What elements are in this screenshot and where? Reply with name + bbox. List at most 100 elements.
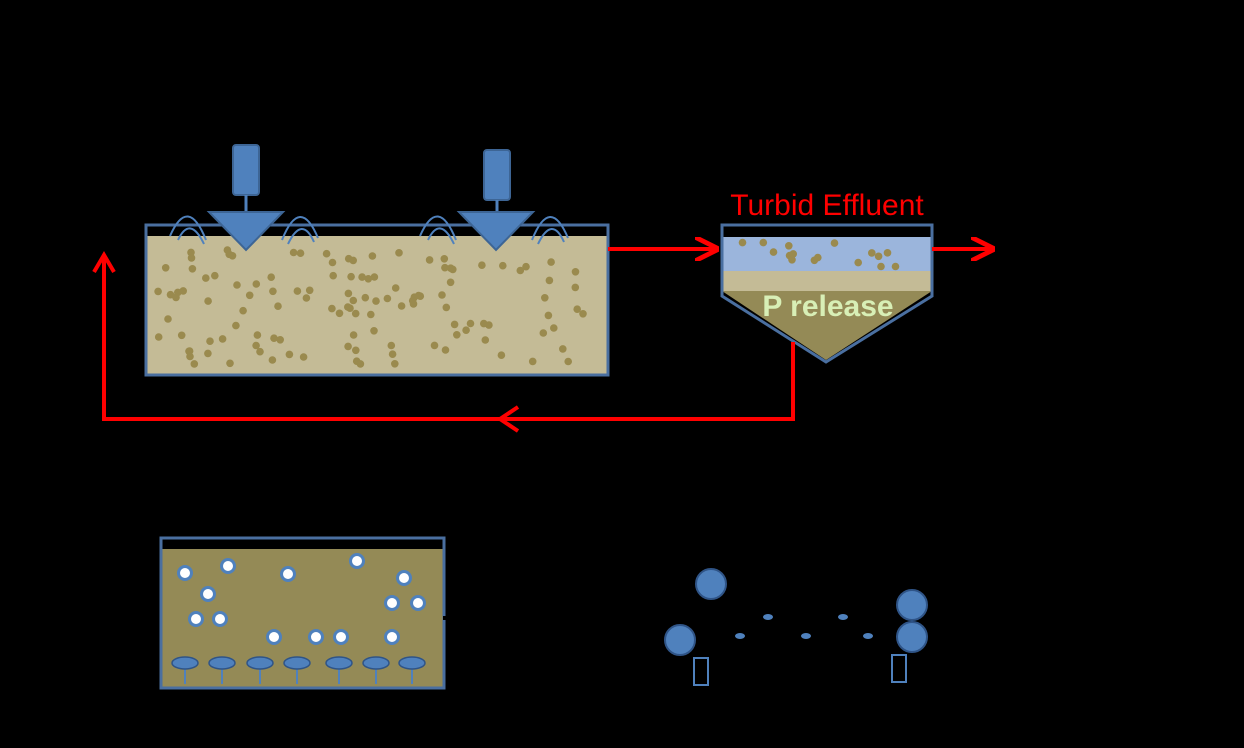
solid-particle (440, 254, 449, 263)
solid-particle (571, 268, 580, 276)
small-particle (838, 614, 848, 620)
diffuser-row (171, 656, 426, 684)
solid-particle (218, 335, 227, 343)
solid-particle (372, 297, 380, 305)
solid-particle (349, 296, 358, 305)
solid-particle (154, 333, 163, 341)
solid-particle (289, 248, 298, 257)
solid-particle (442, 303, 451, 312)
solid-particle (351, 309, 360, 318)
solid-particle (370, 327, 378, 335)
solid-particle (187, 248, 195, 257)
solid-particle (305, 286, 314, 295)
air-bubble (177, 565, 193, 581)
solid-particle (370, 273, 379, 281)
solid-particle (438, 291, 446, 299)
solid-particle (344, 289, 353, 298)
solid-particle (830, 239, 839, 247)
solid-particle (302, 294, 311, 302)
molecule-bar (891, 654, 907, 683)
solid-particle (344, 342, 352, 351)
return-sludge-line (102, 258, 795, 421)
aerator-motor (483, 149, 511, 201)
return-arrowhead-up (92, 251, 116, 274)
solid-particle (293, 287, 302, 295)
solid-particle (462, 326, 470, 335)
solid-particle (769, 248, 778, 256)
diffuser-disc (283, 656, 311, 670)
air-bubble (333, 629, 349, 645)
solid-particle (446, 278, 455, 287)
solid-particle (232, 321, 240, 330)
air-bubble (188, 611, 204, 627)
solid-particle (367, 310, 375, 319)
diffuser-tank (159, 536, 447, 690)
solid-particle (788, 255, 796, 264)
settled-sludge-zone (722, 291, 932, 360)
small-particle (863, 633, 873, 639)
solid-particle (211, 271, 219, 280)
solid-particle (449, 265, 457, 274)
solid-particle (499, 261, 507, 270)
solid-particle (274, 302, 282, 311)
solid-particle (299, 353, 308, 361)
solid-particle (174, 288, 182, 297)
aeration-tank (144, 223, 610, 377)
solid-particle (480, 319, 488, 328)
aeration-tank-outline (144, 223, 610, 377)
solid-particle (245, 291, 254, 300)
small-particle (763, 614, 773, 620)
solid-particle (450, 320, 459, 329)
solid-particle (868, 249, 876, 257)
splash-wave-icon (281, 216, 319, 245)
clear-water-zone (722, 237, 932, 271)
solid-particle (388, 350, 397, 359)
solid-particle (344, 254, 353, 263)
splash-wave-icon (419, 215, 457, 245)
solid-particle (328, 304, 336, 313)
suspended-solids (154, 246, 587, 368)
molecule-sphere (896, 621, 928, 653)
sludge-blanket-zone (722, 271, 932, 291)
solid-particle (164, 315, 172, 323)
diffuser-disc (362, 656, 390, 670)
diffuser-disc (398, 656, 426, 670)
air-bubble (384, 595, 400, 611)
solid-particle (541, 294, 549, 302)
solid-particle (573, 305, 581, 314)
aerator-impeller (206, 211, 286, 252)
solid-particle (177, 331, 186, 340)
solid-particle (188, 265, 197, 273)
air-bubble (410, 595, 426, 611)
solid-particle (204, 349, 212, 358)
solid-particle (187, 254, 196, 262)
diffuser-tank-outline (159, 536, 446, 690)
solid-particle (547, 258, 555, 266)
solid-particle (223, 246, 232, 254)
solid-particle (233, 281, 241, 289)
solid-particle (522, 262, 530, 271)
solid-particle (185, 347, 193, 356)
solid-particle (550, 324, 558, 332)
splash-wave-icon (531, 216, 569, 245)
mixed-liquor (147, 236, 607, 374)
solid-particle (190, 360, 199, 368)
solid-particle (395, 249, 403, 257)
solid-particle (571, 283, 580, 292)
solid-particle (358, 273, 366, 281)
return-arrowhead-left (496, 405, 520, 433)
solid-particle (528, 357, 537, 366)
p-release-label: P release (762, 290, 893, 323)
aerator-impeller (456, 211, 536, 252)
solid-particle (356, 360, 365, 368)
air-bubble (212, 611, 228, 627)
solid-particle (891, 262, 900, 271)
diffuser-disc (325, 656, 353, 670)
solid-particle (256, 347, 264, 356)
solid-particle (397, 302, 406, 310)
solid-particle (425, 256, 434, 264)
solid-particle (414, 291, 423, 300)
solid-particle (361, 293, 370, 302)
air-bubble (384, 629, 400, 645)
